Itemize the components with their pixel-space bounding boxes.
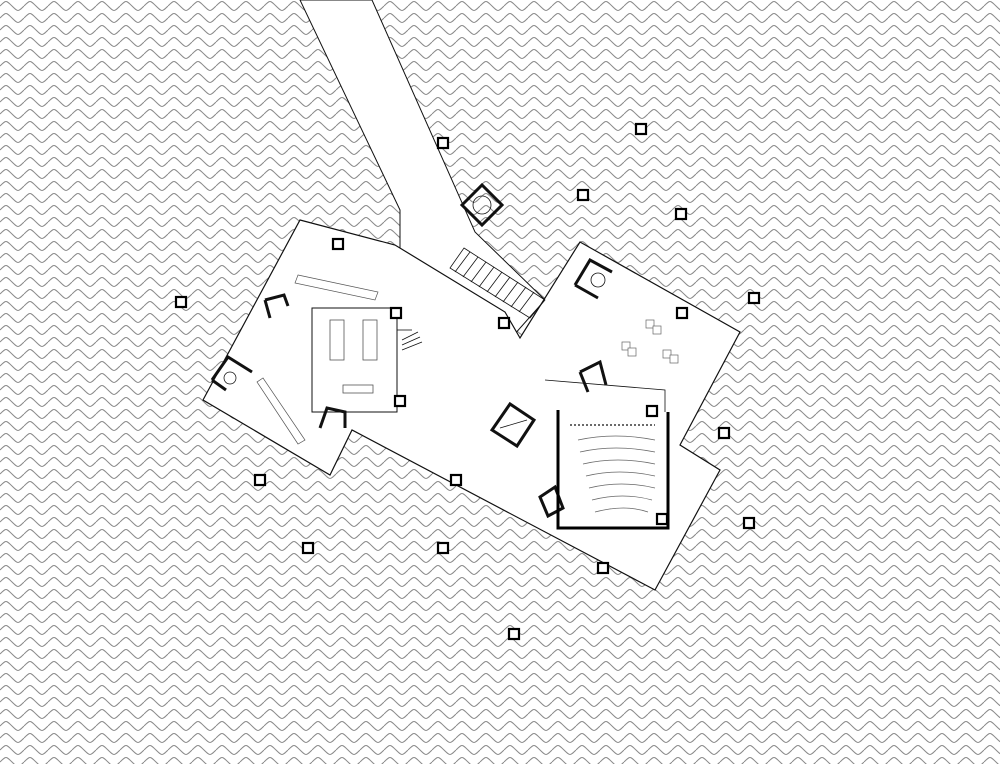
lounge-furniture [621,319,679,364]
stair-core-south [318,406,347,429]
column [174,295,188,309]
column [389,306,403,320]
column [253,473,267,487]
entrance-stair [449,247,546,319]
stair-core-north [459,182,505,228]
column [436,136,450,150]
auditorium [544,379,670,530]
column [655,512,669,526]
column [596,561,610,575]
column [497,316,511,330]
column [393,394,407,408]
lift-core [489,401,537,449]
column [301,541,315,555]
column [331,237,345,251]
stair-core-hall [538,359,608,519]
stair-core-west [210,354,253,392]
column [674,207,688,221]
column [717,426,731,440]
column [449,473,463,487]
column [507,627,521,641]
office-stair [401,331,423,351]
column [436,541,450,555]
office-room [311,307,412,413]
stair-core-northwest [263,293,290,319]
column [634,122,648,136]
columns-layer [174,122,761,641]
column [675,306,689,320]
stair-core-east [573,257,613,300]
column [742,516,756,530]
column [747,291,761,305]
entrance-bridge [299,0,546,346]
conference-table [256,274,379,445]
column [576,188,590,202]
column [645,404,659,418]
